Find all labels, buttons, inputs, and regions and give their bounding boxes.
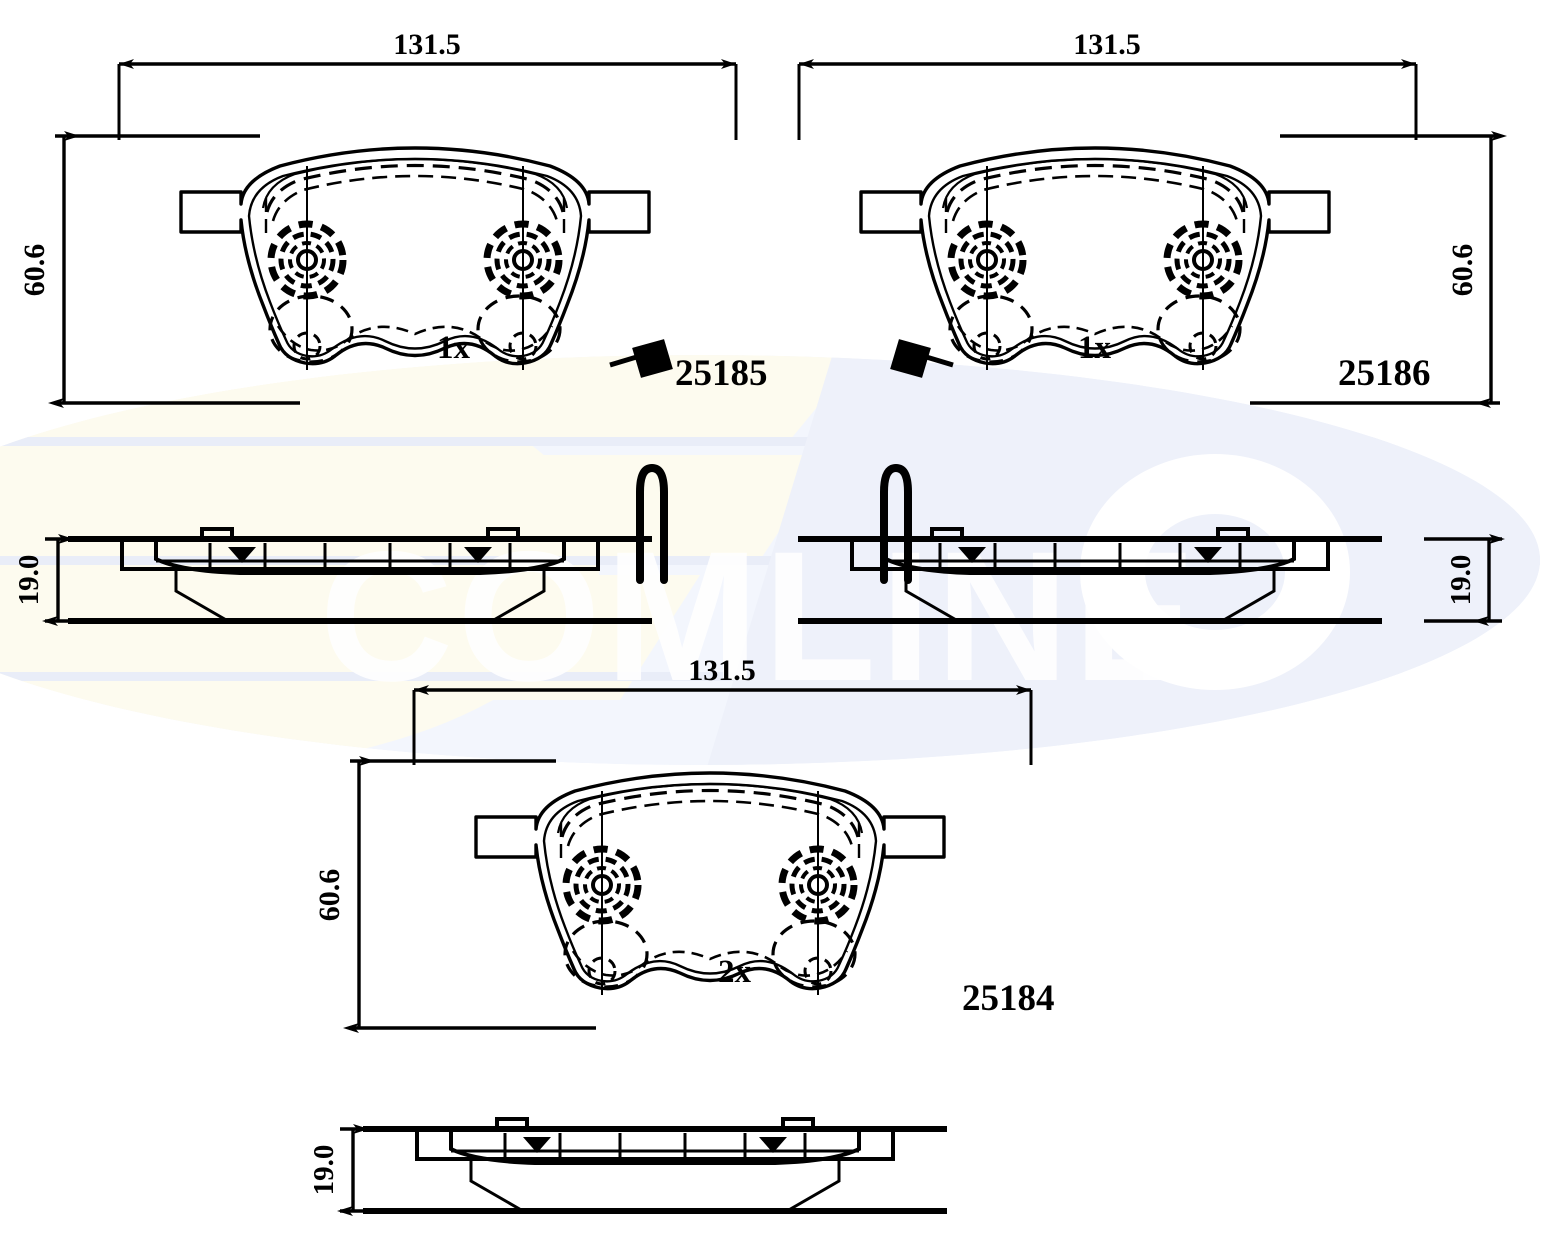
sensor-wire-loop-left (636, 463, 668, 584)
dimension-thickness-25185: 19.0 (13, 534, 118, 626)
side-view-25184: 19.0 (308, 1119, 947, 1216)
dimension-thickness-25184: 19.0 (308, 1124, 412, 1216)
dimension-width-label-25184: 131.5 (688, 654, 756, 687)
dimension-thickness-label-25184: 19.0 (308, 1145, 340, 1196)
pad-view-25184: 131.5 60.6 2x 25184 (313, 654, 1055, 1033)
dimension-height-label-25185: 60.6 (18, 244, 51, 297)
dimension-width-25184: 131.5 (412, 654, 1033, 765)
dimension-thickness-25186: 19.0 (1424, 534, 1505, 626)
dimension-height-25186: 60.6 (1250, 131, 1507, 408)
dimension-height-label-25184: 60.6 (313, 869, 346, 922)
part-number-25185: 25185 (675, 353, 768, 394)
wear-sensor-tab-left (890, 339, 954, 378)
quantity-label-25184: 2x (718, 954, 752, 990)
part-number-25184: 25184 (962, 978, 1055, 1019)
dimension-width-label-25186: 131.5 (1073, 28, 1141, 61)
wear-sensor-tab-right (609, 339, 673, 378)
side-view-25186: 19.0 (798, 463, 1505, 626)
dimension-width-label-25185: 131.5 (393, 28, 461, 61)
quantity-label-25186: 1x (1078, 330, 1112, 366)
pad-view-25185: 131.5 60.6 1x 25185 (18, 28, 768, 408)
quantity-label-25185: 1x (437, 330, 471, 366)
dimension-thickness-label-25185: 19.0 (13, 555, 45, 606)
dimension-width-25186: 131.5 (797, 28, 1418, 140)
dimension-width-25185: 131.5 (117, 28, 738, 140)
dimension-height-25185: 60.6 (18, 131, 300, 408)
pad-view-25186: 131.5 60.6 1x 25186 (797, 28, 1507, 408)
dimension-height-25184: 60.6 (313, 756, 596, 1033)
dimension-thickness-label-25186: 19.0 (1445, 555, 1477, 606)
sensor-wire-loop-right (880, 463, 912, 584)
dimension-height-label-25186: 60.6 (1446, 244, 1479, 297)
side-view-25185: 19.0 (13, 463, 668, 626)
part-number-25186: 25186 (1338, 353, 1431, 394)
